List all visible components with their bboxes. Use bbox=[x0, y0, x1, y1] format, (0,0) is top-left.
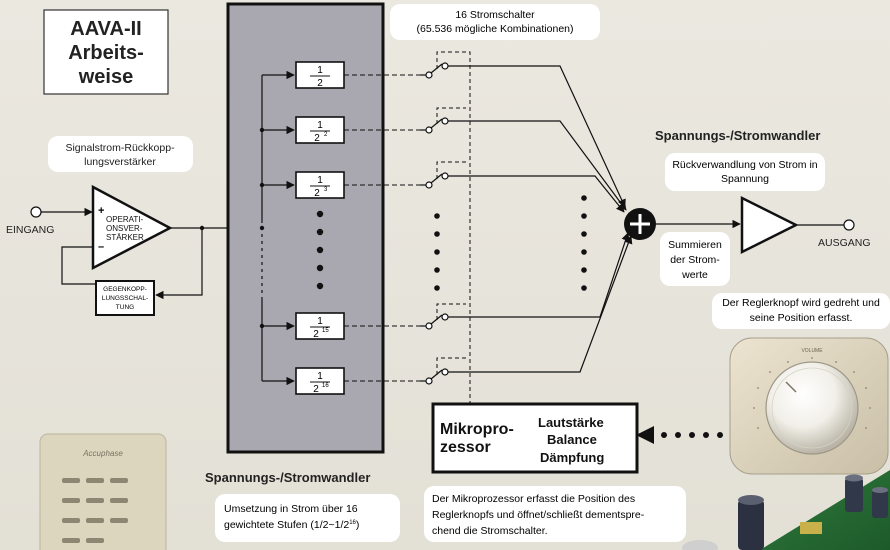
sum-lines bbox=[448, 65, 633, 373]
svg-text:2: 2 bbox=[314, 188, 320, 199]
feedback-wire bbox=[155, 228, 203, 300]
svg-text:Der Mikroprozessor erfasst die: Der Mikroprozessor erfasst die Position … bbox=[432, 493, 635, 505]
title-line-3: weise bbox=[78, 66, 133, 88]
signal-amp-caption-line-2: lungsverstärker bbox=[84, 156, 156, 168]
minus-loop-wire bbox=[61, 246, 96, 285]
microprocessor-name-2: zessor bbox=[440, 439, 491, 456]
opamp-label-1: OPERATI- bbox=[106, 215, 144, 224]
svg-text:gewichtete Stufen (1/2~1/216): gewichtete Stufen (1/2~1/216) bbox=[224, 519, 359, 531]
svg-text:2: 2 bbox=[313, 384, 319, 395]
left-converter-caption: Umsetzung in Strom über 16 gewichtete St… bbox=[215, 494, 400, 542]
output-amp bbox=[740, 195, 799, 255]
fraction-box-2: 1 2 2 bbox=[295, 116, 345, 144]
microprocessor-function-2: Balance bbox=[547, 432, 597, 447]
svg-text:chend die Stromschalter.: chend die Stromschalter. bbox=[432, 525, 548, 537]
switches-caption-line-2: (65.536 mögliche Kombinationen) bbox=[416, 23, 573, 35]
svg-text:2: 2 bbox=[317, 78, 323, 89]
opamp: + – OPERATI- ONSVER- STÄRKER bbox=[91, 184, 173, 271]
svg-text:2: 2 bbox=[313, 329, 319, 340]
svg-text:2: 2 bbox=[324, 132, 328, 138]
right-converter-heading: Spannungs-/Stromwandler bbox=[655, 128, 820, 143]
fraction-box-1: 1 2 bbox=[295, 61, 345, 89]
opamp-label-3: STÄRKER bbox=[106, 233, 144, 242]
knob-signal-dots bbox=[661, 432, 723, 438]
switch-feed-lines bbox=[344, 74, 420, 382]
fraction-box-16: 1 2 16 bbox=[295, 367, 345, 395]
opamp-plus: + bbox=[98, 205, 104, 217]
microprocessor-function-1: Lautstärke bbox=[538, 415, 604, 430]
input-terminal bbox=[30, 206, 42, 218]
sum-caption: Summieren der Strom- werte bbox=[660, 232, 730, 286]
svg-text:1: 1 bbox=[317, 120, 323, 131]
svg-text:2: 2 bbox=[314, 133, 320, 144]
stage-ellipsis-dots bbox=[316, 210, 324, 290]
switches-caption: 16 Stromschalter (65.536 mögliche Kombin… bbox=[390, 4, 600, 40]
switch-control-lines bbox=[436, 51, 471, 404]
knob-label: VOLUME bbox=[801, 348, 823, 354]
microprocessor-name-1: Mikropro- bbox=[440, 421, 514, 438]
svg-text:Summieren: Summieren bbox=[668, 239, 722, 251]
summing-node bbox=[624, 208, 656, 240]
svg-text:Rückverwandlung von Strom in: Rückverwandlung von Strom in bbox=[672, 159, 817, 171]
output-terminal bbox=[843, 219, 855, 231]
right-converter-caption: Rückverwandlung von Strom in Spannung bbox=[665, 153, 825, 191]
svg-text:Der Reglerknopf wird gedreht u: Der Reglerknopf wird gedreht und bbox=[722, 297, 880, 309]
svg-text:16: 16 bbox=[322, 383, 329, 389]
volume-knob-photo: VOLUME bbox=[729, 337, 889, 475]
switches-caption-line-1: 16 Stromschalter bbox=[455, 9, 535, 21]
svg-text:15: 15 bbox=[322, 328, 329, 334]
switch-ellipsis-dots bbox=[434, 213, 440, 291]
svg-text:1: 1 bbox=[317, 371, 323, 382]
opamp-label-2: ONSVER- bbox=[106, 224, 143, 233]
input-label: EINGANG bbox=[6, 224, 54, 236]
remote-brand: Accuphase bbox=[82, 449, 123, 458]
opamp-minus: – bbox=[98, 241, 104, 253]
signal-amp-caption-line-1: Signalstrom-Rückkopp- bbox=[65, 142, 175, 154]
title-line-2: Arbeits- bbox=[68, 42, 144, 64]
left-converter-heading: Spannungs-/Stromwandler bbox=[205, 470, 370, 485]
remote-control-photo: Accuphase bbox=[39, 433, 167, 550]
svg-text:Spannung: Spannung bbox=[721, 173, 769, 185]
bus-taps bbox=[262, 70, 295, 386]
svg-text:Umsetzung in Strom über 16: Umsetzung in Strom über 16 bbox=[224, 503, 358, 515]
feedback-label-3: TUNG bbox=[116, 304, 134, 311]
microprocessor-caption: Der Mikroprozessor erfasst die Position … bbox=[424, 486, 686, 542]
svg-text:der Strom-: der Strom- bbox=[670, 254, 720, 266]
feedback-box: GEGENKOPP- LUNGSSCHAL- TUNG bbox=[95, 280, 155, 316]
svg-text:1: 1 bbox=[317, 175, 323, 186]
svg-text:seine Position erfasst.: seine Position erfasst. bbox=[750, 312, 853, 324]
fraction-box-15: 1 2 15 bbox=[295, 312, 345, 340]
title-line-1: AAVA-II bbox=[70, 18, 141, 40]
feedback-label-1: GEGENKOPP- bbox=[103, 286, 147, 293]
title-box: AAVA-II Arbeits- weise bbox=[43, 9, 169, 95]
svg-text:3: 3 bbox=[324, 187, 328, 193]
microprocessor-box: Mikropro- zessor Lautstärke Balance Dämp… bbox=[431, 402, 639, 474]
circuit-board-photo bbox=[682, 470, 890, 550]
signal-amp-caption: Signalstrom-Rückkopp- lungsverstärker bbox=[48, 136, 193, 172]
svg-text:1: 1 bbox=[317, 316, 323, 327]
current-switches bbox=[420, 62, 449, 385]
feedback-label-2: LUNGSSCHAL- bbox=[102, 295, 148, 302]
microprocessor-function-3: Dämpfung bbox=[540, 450, 604, 465]
output-label: AUSGANG bbox=[818, 237, 871, 249]
sum-ellipsis-dots bbox=[581, 195, 587, 291]
knob-caption: Der Reglerknopf wird gedreht und seine P… bbox=[712, 293, 890, 329]
svg-text:1: 1 bbox=[317, 65, 323, 76]
svg-text:werte: werte bbox=[681, 269, 708, 281]
fraction-box-3: 1 2 3 bbox=[295, 171, 345, 199]
svg-text:Reglerknopfs und öffnet/schlie: Reglerknopfs und öffnet/schließt dements… bbox=[432, 509, 645, 521]
knob-arrow-head bbox=[636, 426, 654, 444]
